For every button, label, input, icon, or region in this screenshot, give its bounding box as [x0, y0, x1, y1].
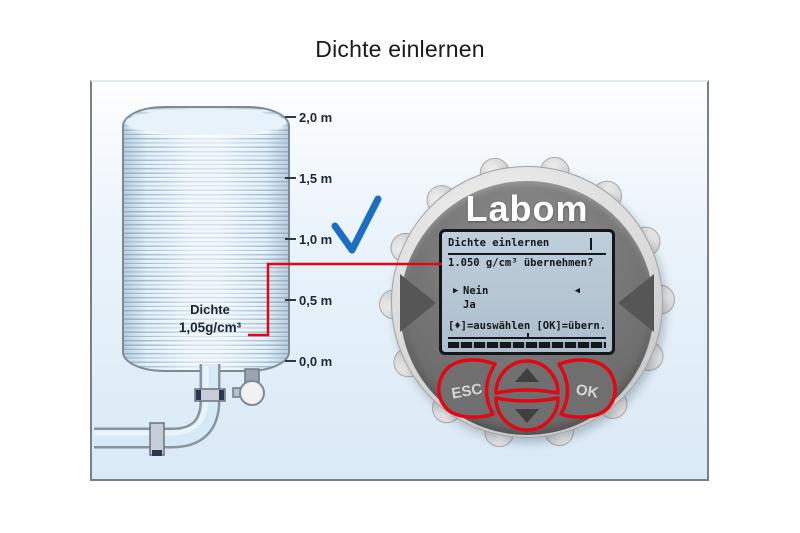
page-title: Dichte einlernen — [315, 36, 485, 62]
softkey-ok-hint: [OK]=übern. — [536, 320, 606, 332]
clamp-bolt — [196, 390, 201, 400]
esc-button-label: ESC — [450, 380, 483, 402]
selection-arrow-icon: ▶ — [453, 286, 459, 297]
lcd-softkey-hints: [♦]=auswählen [OK]=übern. — [448, 320, 606, 333]
tick-icon — [285, 177, 296, 179]
tank-top-dome — [126, 109, 286, 135]
scale-mark-0-5: 0,5 m — [285, 292, 332, 308]
cursor-icon — [590, 237, 592, 250]
lcd-display: Dichte einlernen 1.050 g/cm³ übernehmen?… — [439, 229, 615, 355]
up-arrow-icon — [515, 368, 539, 382]
lcd-options: ▶ Nein ◀ Ja — [453, 285, 606, 313]
option-ja: Ja — [453, 299, 606, 313]
pipe-clamp-vertical — [194, 388, 226, 402]
brand-logo: Labom — [465, 188, 589, 229]
scale-mark-1-0: 1,0 m — [285, 231, 332, 247]
pipework-drawing — [94, 364, 265, 456]
lcd-divider — [448, 253, 606, 255]
valve-ball — [239, 380, 265, 406]
scale-mark-0-0: 0,0 m — [285, 353, 332, 369]
lcd-menu-title: Dichte einlernen — [448, 236, 550, 249]
left-arrow-icon: ◀ — [574, 286, 580, 297]
lcd-question: 1.050 g/cm³ übernehmen? — [448, 257, 594, 269]
scale-mark-2-0: 2,0 m — [285, 109, 332, 125]
tick-icon — [285, 116, 296, 118]
diagram-panel: 2,0 m 1,5 m 1,0 m 0,5 m 0,0 m Dichte 1,0… — [90, 80, 709, 481]
scale-mark-1-5: 1,5 m — [285, 170, 332, 186]
softkey-select-hint: [♦]=auswählen — [448, 320, 531, 332]
option-nein-label: Nein — [463, 285, 489, 298]
esc-button[interactable] — [437, 358, 497, 419]
storage-tank — [122, 106, 290, 372]
tick-icon — [285, 299, 296, 301]
option-nein: ▶ Nein ◀ — [453, 285, 606, 299]
clamp-bolt — [219, 390, 224, 400]
down-arrow-icon — [515, 409, 539, 423]
density-label: Dichte 1,05g/cm³ — [178, 302, 242, 335]
labom-device: Labom Dichte einlernen 1.050 g/cm³ übern… — [377, 152, 677, 452]
ok-button[interactable] — [557, 358, 617, 419]
ok-button-label: OK — [575, 381, 600, 402]
ruler-center-tick — [527, 333, 529, 338]
clamp-bolt — [152, 450, 162, 456]
lcd-ruler — [448, 333, 606, 339]
option-ja-label: Ja — [463, 299, 476, 312]
tick-icon — [285, 238, 296, 240]
button-cluster: ESC OK — [437, 358, 617, 432]
tick-icon — [285, 360, 296, 362]
lcd-bargraph — [448, 342, 606, 348]
